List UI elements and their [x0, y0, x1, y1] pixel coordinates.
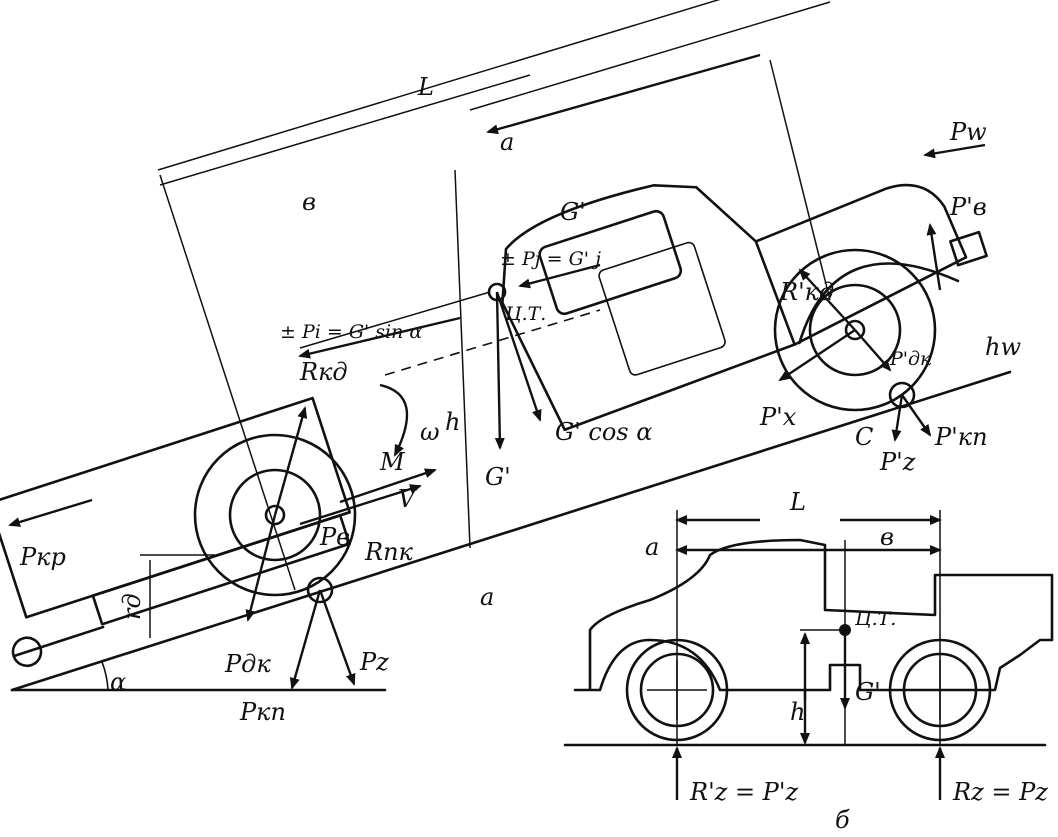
label-PB-rear: Pв — [319, 523, 350, 551]
label-Pkp-rear: Pкп — [239, 698, 286, 726]
cab-door — [598, 241, 726, 376]
front-wheel — [773, 248, 937, 412]
rear-wheel — [193, 433, 357, 604]
front-bumper — [949, 230, 988, 267]
label-sub-a: а — [480, 583, 494, 611]
label-a-small: a — [645, 533, 659, 561]
label-Rz-rear: Rz = Pz — [952, 778, 1048, 806]
truck-outline-b — [573, 538, 1054, 692]
cab — [501, 184, 796, 432]
force-Rkd-rear — [273, 406, 308, 516]
force-Rkd-front — [798, 268, 856, 331]
label-Pkp-tow: Pкр — [19, 543, 66, 571]
label-Pw: Pw — [949, 118, 987, 146]
label-hw: hw — [985, 333, 1021, 361]
label-Pi: ± Pi = G' sin α — [280, 321, 422, 343]
force-L-line — [486, 53, 761, 135]
force-G — [494, 291, 505, 450]
label-Gprime-top: G' — [560, 198, 586, 226]
force-Px-front — [778, 329, 856, 382]
label-Pz-front: P'z — [879, 448, 916, 476]
figure-a: L a в Pw P'в ± Pj = G' j G' ± Pi = G' si… — [0, 0, 1021, 726]
label-Px-front: P'x — [759, 403, 797, 431]
force-Pb-front — [926, 223, 942, 291]
label-Rpk: Rпк — [364, 538, 414, 566]
figure-b: L a в Ц.Т. h G' R'z = P'z Rz = Pz б — [563, 488, 1054, 834]
force-Pj — [518, 263, 601, 289]
label-M: M — [379, 448, 406, 476]
label-Gcos: G' cos α — [555, 418, 652, 446]
force-Gcos — [495, 291, 542, 422]
dimensions-a — [140, 0, 831, 638]
label-V: V — [398, 485, 418, 513]
label-C: C — [855, 423, 873, 451]
label-Rkd-rear: Rкд — [299, 358, 348, 386]
force-Pz-rear — [318, 589, 356, 686]
label-omega: ω — [420, 418, 440, 446]
label-Pkp-front: P'кп — [934, 423, 988, 451]
front-contact-point — [888, 381, 916, 409]
velocity-V — [339, 468, 437, 504]
label-sub-b: б — [835, 806, 850, 834]
rear-contact-point — [306, 576, 334, 604]
hood — [754, 183, 968, 346]
force-Pi — [298, 316, 461, 359]
force-Pdk-rear — [245, 514, 277, 622]
label-G-small: G' — [855, 678, 881, 706]
label-B-small: в — [880, 523, 894, 551]
force-Pdk-front — [854, 329, 892, 372]
label-Rz-front: R'z = P'z — [689, 778, 798, 806]
label-B-top: в — [302, 188, 316, 216]
label-rg: rд — [118, 593, 146, 620]
label-alpha: α — [110, 668, 126, 696]
label-Pz: Pz — [359, 648, 389, 676]
force-Pkp-front — [901, 394, 932, 437]
label-center-mass: Ц.Т. — [504, 303, 546, 325]
label-h: h — [445, 408, 460, 436]
label-h-small: h — [790, 698, 805, 726]
label-a-top: a — [500, 128, 514, 156]
force-Rpk — [299, 484, 422, 526]
front-fender — [798, 262, 960, 345]
label-PB-prime: P'в — [949, 193, 987, 221]
moment-arc — [379, 383, 409, 457]
label-L-top: L — [417, 73, 434, 101]
force-Pz-front — [891, 394, 904, 442]
label-Pdk: Pдк — [224, 650, 271, 678]
force-Pw — [923, 143, 986, 159]
label-Pdk-front: P'дк — [889, 348, 932, 370]
label-G-prime-mid: G' — [485, 463, 511, 491]
cargo-bed — [0, 396, 351, 619]
label-Rkd-front: R'кд — [779, 278, 834, 306]
chassis-frame — [91, 514, 351, 626]
label-L-small: L — [789, 488, 806, 516]
force-Pkp-tow — [8, 498, 93, 527]
force-Pkp-rear — [289, 589, 322, 690]
truck-body-a — [0, 183, 988, 668]
incline-ground — [10, 370, 1012, 692]
angle-arc — [101, 661, 109, 691]
label-Pj: ± Pj = G' j — [500, 248, 601, 270]
cab-window — [538, 209, 683, 316]
label-center-mass-small: Ц.Т. — [854, 608, 896, 630]
